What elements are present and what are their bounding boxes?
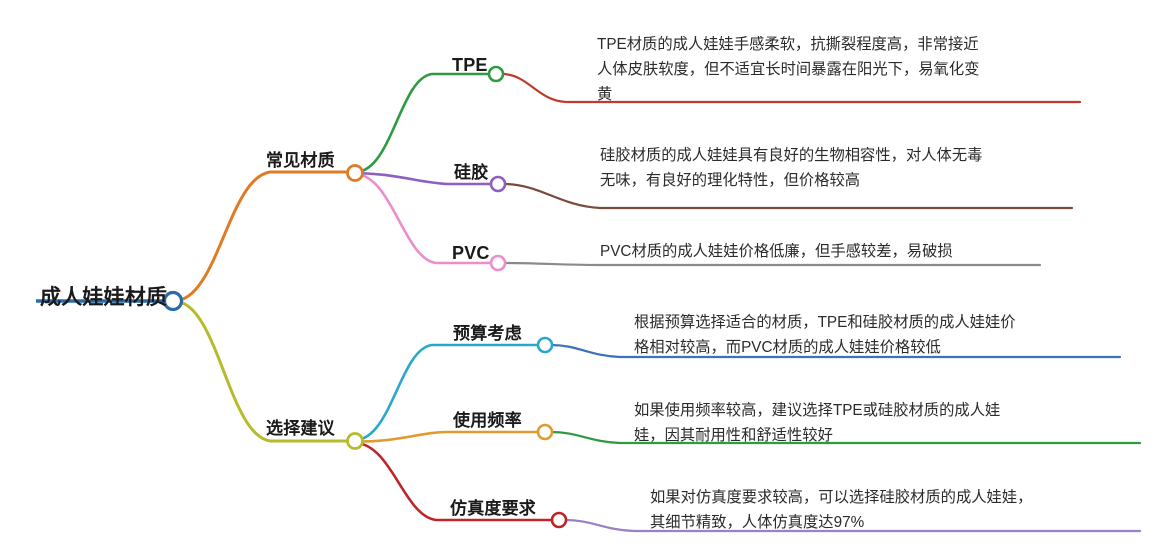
child-dot-pvc[interactable] — [489, 254, 507, 272]
child-label-usage-frequency[interactable]: 使用频率 — [453, 411, 522, 430]
edge-branch-1-to-child-1 — [354, 430, 541, 443]
leaf-text-usage-frequency: 如果使用频率较高，建议选择TPE或硅胶材质的成人娃 娃，因其耐用性和舒适性较好 — [634, 402, 1001, 444]
child-dot-silicone[interactable] — [489, 175, 507, 193]
branch-label-common-materials[interactable]: 常见材质 — [266, 151, 335, 170]
child-label-tpe[interactable]: TPE — [452, 55, 488, 75]
child-label-budget[interactable]: 预算考虑 — [453, 324, 522, 343]
child-dot-budget[interactable] — [536, 336, 554, 354]
branch-1-dot[interactable] — [346, 432, 364, 450]
branch-0-dot[interactable] — [346, 164, 364, 182]
child-dot-tpe[interactable] — [487, 65, 505, 83]
child-label-pvc[interactable]: PVC — [452, 243, 490, 263]
leaf-text-realism: 如果对仿真度要求较高，可以选择硅胶材质的成人娃娃， 其细节精致，人体仿真度达97… — [650, 489, 1033, 531]
leaf-text-pvc: PVC材质的成人娃娃价格低廉，但手感较差，易破损 — [600, 243, 953, 260]
child-dot-realism[interactable] — [550, 511, 568, 529]
root-node-label[interactable]: 成人娃娃材质 — [40, 286, 168, 309]
branch-label-selection-advice[interactable]: 选择建议 — [266, 419, 335, 438]
edge-root-to-branch-0 — [172, 170, 356, 303]
leaf-text-budget: 根据预算选择适合的材质，TPE和硅胶材质的成人娃娃价 格相对较高，而PVC材质的… — [634, 314, 1016, 356]
child-label-realism[interactable]: 仿真度要求 — [450, 499, 536, 518]
leaf-text-silicone: 硅胶材质的成人娃娃具有良好的生物相容性，对人体无毒 无味，有良好的理化特性，但价… — [600, 147, 983, 189]
child-label-silicone[interactable]: 硅胶 — [454, 163, 489, 182]
child-dot-frequency[interactable] — [536, 423, 554, 441]
leaf-text-tpe: TPE材质的成人娃娃手感柔软，抗撕裂程度高，非常接近 人体皮肤软度，但不适宜长时… — [597, 36, 980, 103]
